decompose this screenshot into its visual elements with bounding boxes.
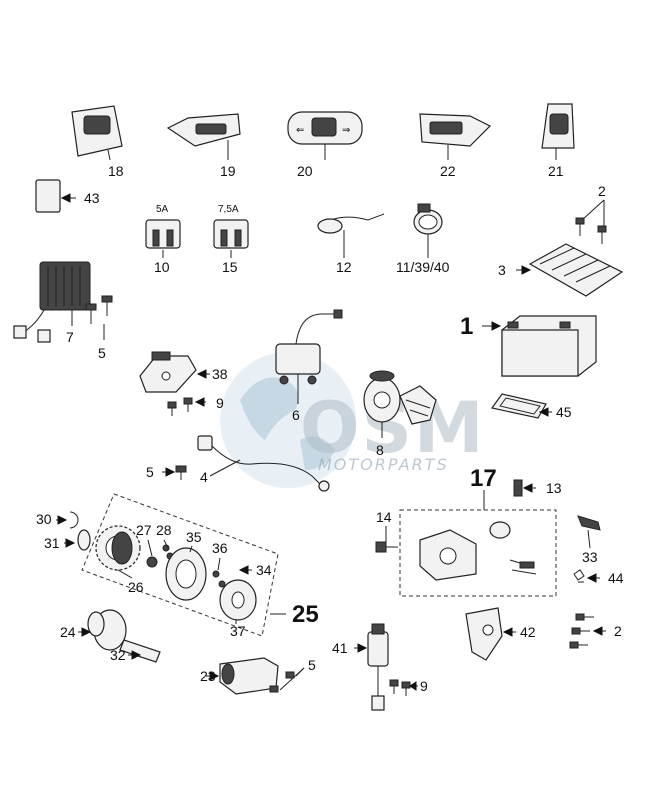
label-37: 37 bbox=[230, 623, 246, 639]
clip-44: 44 bbox=[573, 569, 624, 586]
label-5-a: 5 bbox=[98, 345, 106, 361]
starter-clutch-box bbox=[81, 493, 279, 637]
ignition-lock-8: 8 bbox=[363, 370, 437, 458]
label-33: 33 bbox=[582, 549, 598, 565]
label-31: 31 bbox=[44, 535, 60, 551]
label-34: 34 bbox=[256, 562, 272, 578]
label-35: 35 bbox=[186, 529, 202, 545]
washer-31: 31 bbox=[44, 529, 91, 551]
switch-21: 21 bbox=[541, 103, 575, 179]
label-11-39-40: 11/39/40 bbox=[396, 259, 450, 275]
sensor-41: 41 bbox=[332, 623, 389, 711]
switch-22: 22 bbox=[419, 113, 492, 179]
cable-tie-12: 12 bbox=[317, 213, 385, 275]
label-7: 7 bbox=[66, 329, 74, 345]
ignition-coil-6: 6 bbox=[275, 309, 343, 423]
label-5-c: 5 bbox=[308, 657, 316, 673]
label-26: 26 bbox=[128, 579, 144, 595]
bolt-14: 14 bbox=[375, 509, 398, 553]
label-14: 14 bbox=[376, 509, 392, 525]
screws-5-a: 5 bbox=[85, 295, 113, 361]
switch-20: ⇐ ⇒ 20 bbox=[287, 111, 363, 179]
label-36: 36 bbox=[212, 540, 228, 556]
starter-motor-23: 23 bbox=[200, 657, 279, 695]
label-17: 17 bbox=[470, 465, 497, 492]
lock-set-box bbox=[399, 509, 557, 597]
label-13: 13 bbox=[546, 480, 562, 496]
fuse-15: 7,5A 15 bbox=[213, 204, 249, 275]
label-38: 38 bbox=[212, 366, 228, 382]
label-45: 45 bbox=[556, 404, 572, 420]
clamp-11-39-40: 11/39/40 bbox=[396, 203, 450, 275]
cable-4: 4 bbox=[197, 435, 330, 492]
label-44: 44 bbox=[608, 570, 624, 586]
label-4: 4 bbox=[200, 469, 208, 485]
svg-text:⇒: ⇒ bbox=[342, 125, 350, 136]
bracket-42: 42 bbox=[465, 607, 536, 661]
screw-13: 13 bbox=[513, 479, 562, 497]
switch-18: 18 bbox=[71, 105, 124, 179]
label-8: 8 bbox=[376, 442, 384, 458]
label-5-b: 5 bbox=[146, 464, 154, 480]
label-10: 10 bbox=[154, 259, 170, 275]
label-18: 18 bbox=[108, 163, 124, 179]
fuse-10-rating: 5A bbox=[156, 204, 169, 215]
label-27: 27 bbox=[136, 522, 152, 538]
relay-43: 43 bbox=[35, 179, 100, 213]
label-6: 6 bbox=[292, 407, 300, 423]
horn-38: 38 bbox=[139, 351, 228, 393]
label-32: 32 bbox=[110, 647, 126, 663]
watermark-sub: MOTORPARTS bbox=[318, 455, 449, 474]
label-1: 1 bbox=[460, 313, 473, 340]
label-22: 22 bbox=[440, 163, 456, 179]
screws-5-c: 5 bbox=[269, 657, 316, 693]
label-25: 25 bbox=[292, 601, 319, 628]
svg-text:⇐: ⇐ bbox=[296, 125, 304, 136]
fuse-10: 5A 10 bbox=[145, 204, 181, 275]
label-23: 23 bbox=[200, 668, 216, 684]
circlip-30: 30 bbox=[36, 511, 79, 529]
watermark: OSM MOTORPARTS bbox=[220, 352, 484, 488]
label-9-b: 9 bbox=[420, 678, 428, 694]
label-3: 3 bbox=[498, 262, 506, 278]
label-2-top: 2 bbox=[598, 183, 606, 199]
key-33: 33 bbox=[577, 515, 601, 565]
screws-9-b: 9 bbox=[389, 678, 428, 696]
label-19: 19 bbox=[220, 163, 236, 179]
starter-clutch-group-25: 26 27 28 35 36 34 37 25 bbox=[81, 493, 319, 639]
label-15: 15 bbox=[222, 259, 238, 275]
watermark-globe-land bbox=[240, 377, 335, 470]
label-20: 20 bbox=[297, 163, 313, 179]
switch-19: 19 bbox=[166, 113, 241, 179]
shaft-32: 32 bbox=[110, 639, 161, 663]
lock-set-17: 17 bbox=[399, 465, 557, 597]
screw-5-b: 5 bbox=[146, 464, 187, 480]
battery-tray-3: 3 bbox=[498, 243, 624, 297]
label-42: 42 bbox=[520, 624, 536, 640]
label-21: 21 bbox=[548, 163, 564, 179]
fuse-15-rating: 7,5A bbox=[218, 204, 239, 215]
screws-2-top: 2 bbox=[575, 183, 607, 244]
label-43: 43 bbox=[84, 190, 100, 206]
label-28: 28 bbox=[156, 522, 172, 538]
label-2-bottom: 2 bbox=[614, 623, 622, 639]
label-41: 41 bbox=[332, 640, 348, 656]
label-24: 24 bbox=[60, 624, 76, 640]
gear-24: 24 bbox=[60, 609, 127, 651]
label-9-a: 9 bbox=[216, 395, 224, 411]
battery-1: 1 bbox=[460, 313, 597, 377]
screws-9-a: 9 bbox=[167, 395, 224, 416]
label-12: 12 bbox=[336, 259, 352, 275]
screws-2-bottom: 2 bbox=[569, 613, 622, 649]
label-30: 30 bbox=[36, 511, 52, 527]
plate-45: 45 bbox=[490, 393, 572, 420]
regulator-7: 7 bbox=[13, 261, 91, 345]
